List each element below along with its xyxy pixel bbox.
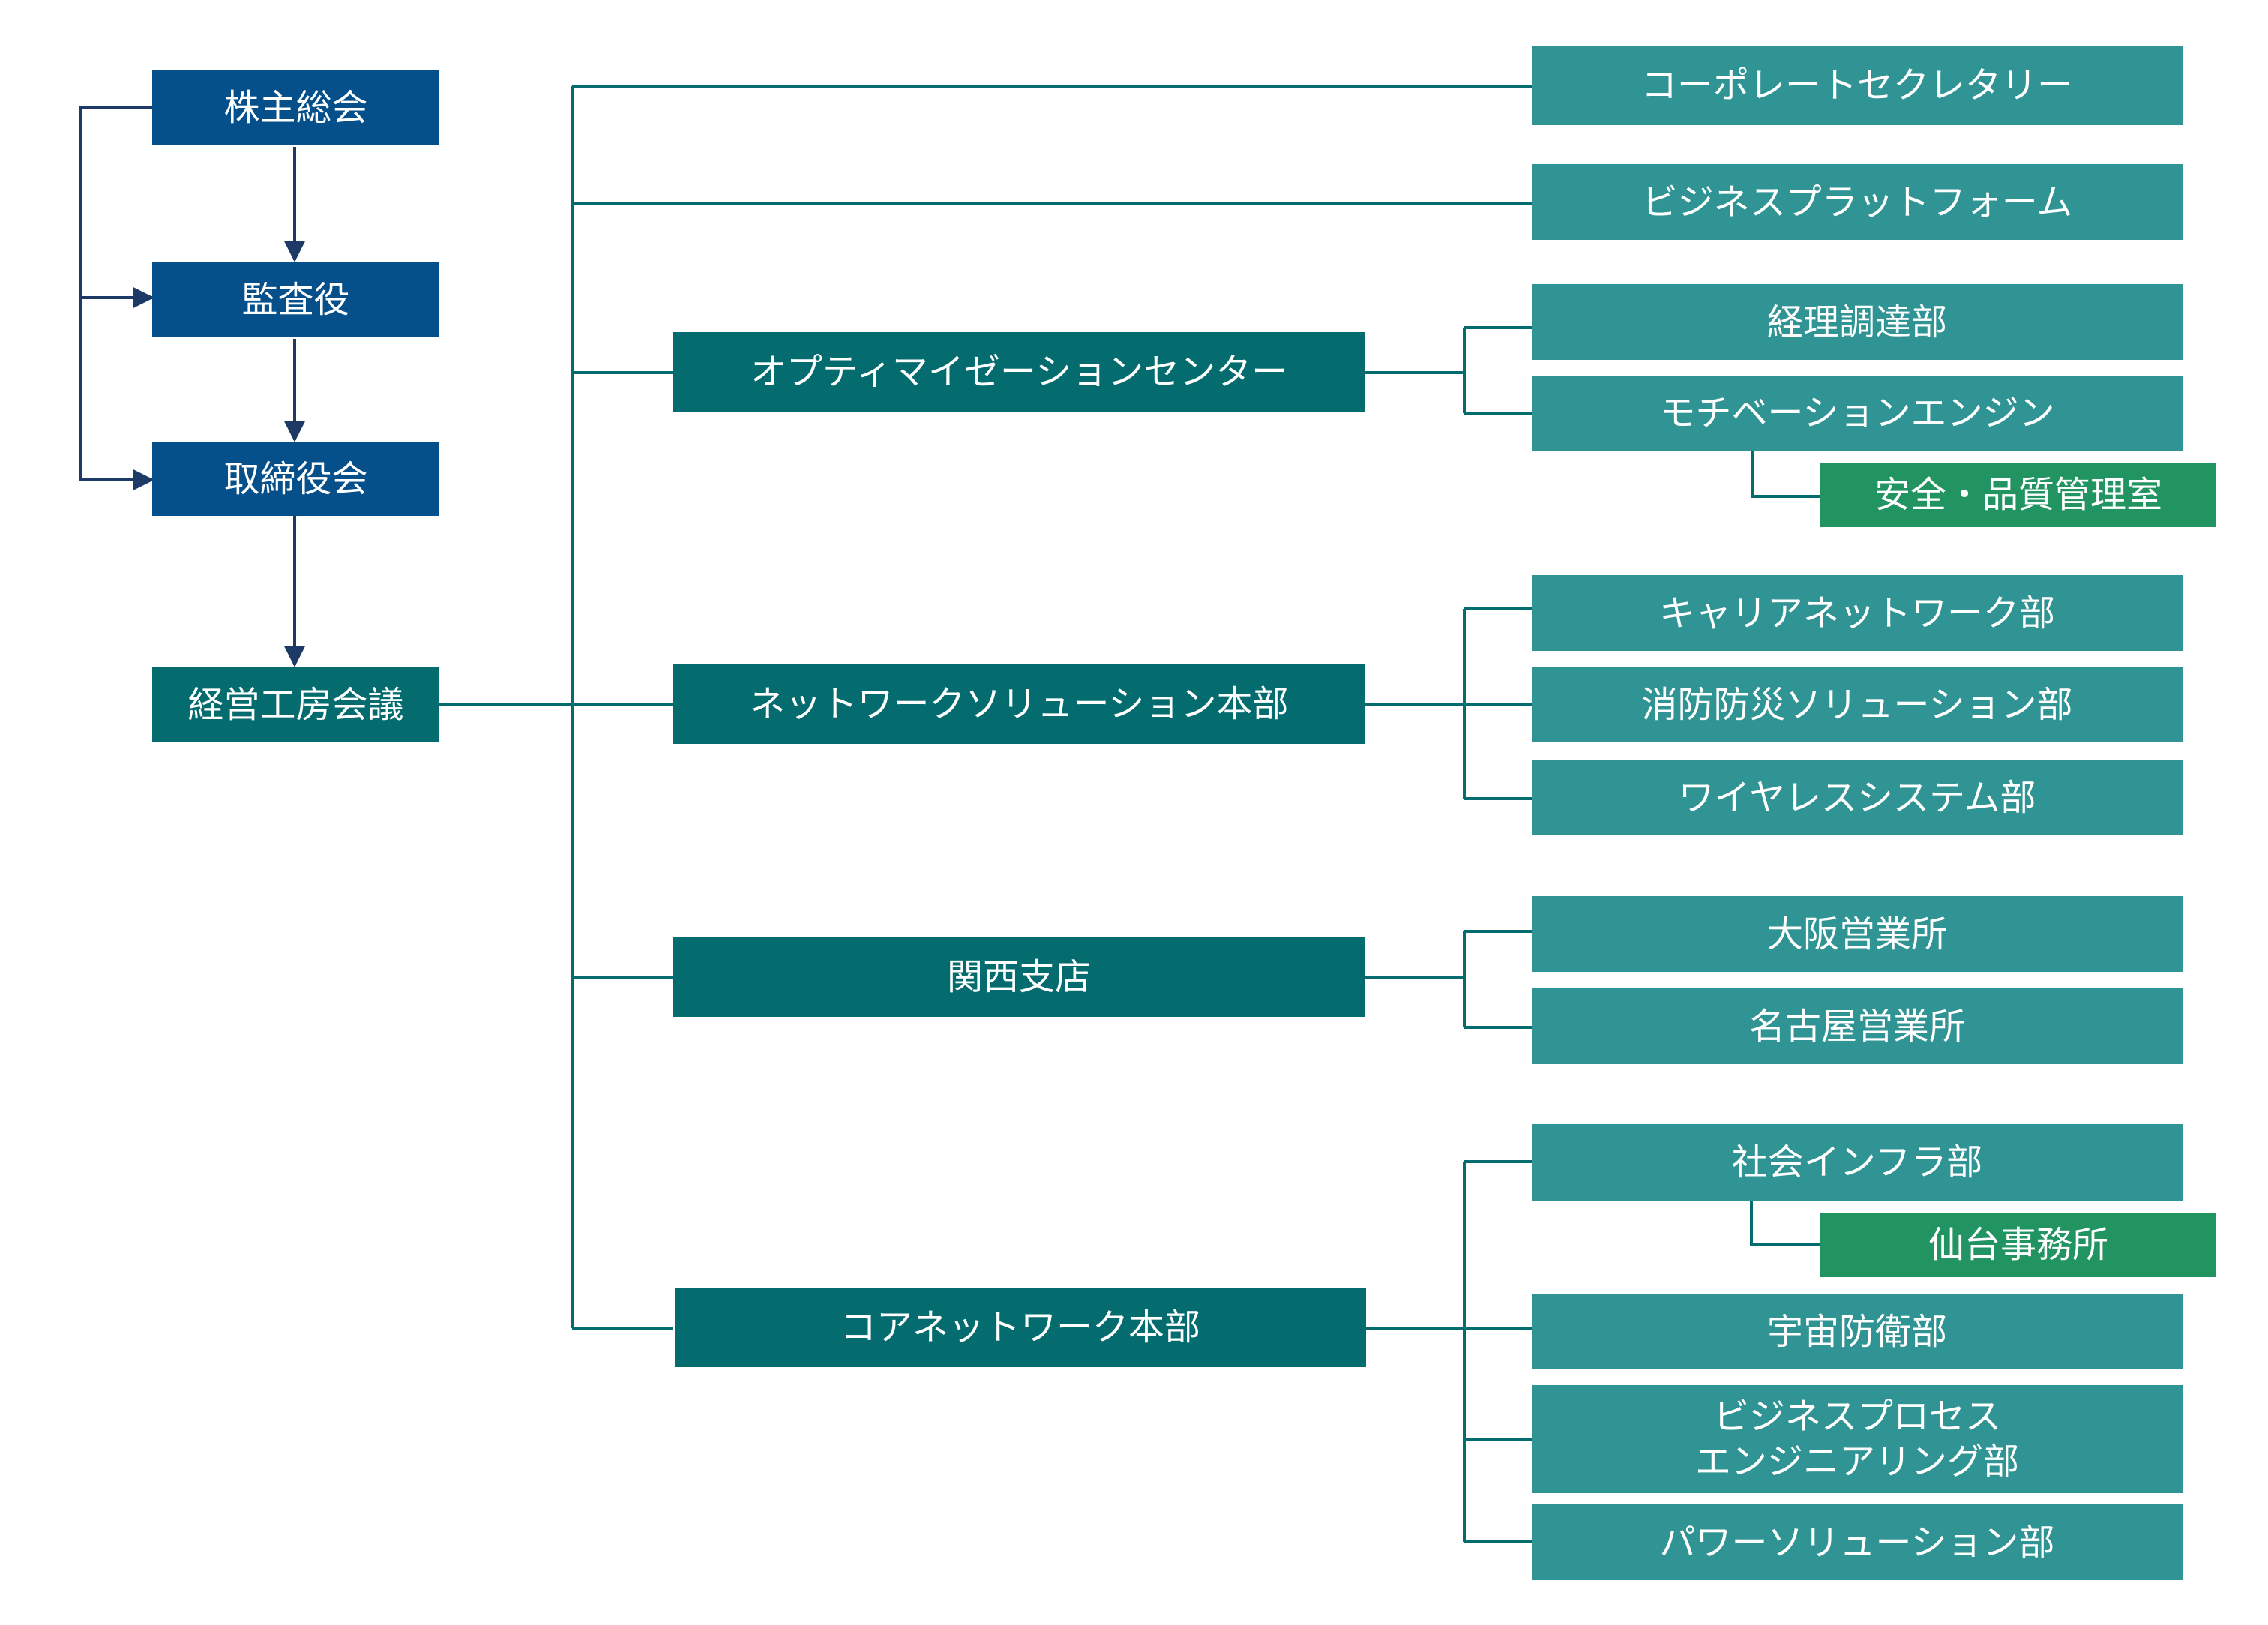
board-of-directors-label: 取締役会 [223,457,368,500]
corporate-secretary-box: コーポレートセクレタリー [1532,46,2183,125]
network-solutions-label: ネットワークソリューション本部 [749,683,1289,725]
fire-disaster-label: 消防防災ソリューション部 [1641,683,2073,726]
business-platform-box: ビジネスプラットフォーム [1532,164,2183,240]
safety-quality-label: 安全・品質管理室 [1874,474,2162,516]
nagoya-office-box: 名古屋営業所 [1532,988,2183,1064]
carrier-network-label: キャリアネットワーク部 [1658,592,2055,634]
power-solutions-label: パワーソリューション部 [1659,1521,2055,1564]
network-solutions-box: ネットワークソリューション本部 [673,664,1365,744]
bpe-label-line2: エンジニアリング部 [1694,1441,2019,1483]
safety-quality-box: 安全・品質管理室 [1820,463,2216,527]
kansai-branch-box: 関西支店 [673,937,1365,1017]
management-council-box: 経営工房会議 [152,667,439,742]
management-council-label: 経営工房会議 [187,683,404,726]
wireless-systems-box: ワイヤレスシステム部 [1532,760,2183,835]
core-network-label: コアネットワーク本部 [840,1306,1200,1348]
power-solutions-box: パワーソリューション部 [1532,1504,2183,1580]
optimization-center-label: オプティマイゼーションセンター [750,351,1288,393]
shareholders-meeting-label: 株主総会 [223,87,368,129]
business-platform-label: ビジネスプラットフォーム [1641,181,2073,223]
org-connectors [439,85,1820,1543]
carrier-network-box: キャリアネットワーク部 [1532,575,2183,651]
sendai-office-box: 仙台事務所 [1820,1213,2216,1277]
fire-disaster-box: 消防防災ソリューション部 [1532,667,2183,742]
motivation-engine-label: モチベーションエンジン [1659,392,2055,434]
wireless-systems-label: ワイヤレスシステム部 [1678,776,2036,819]
osaka-office-label: 大阪営業所 [1766,913,1947,955]
core-network-box: コアネットワーク本部 [675,1288,1366,1367]
social-infra-label: 社会インフラ部 [1731,1141,1983,1183]
shareholders-meeting-box: 株主総会 [152,70,439,145]
sendai-office-label: 仙台事務所 [1928,1224,2108,1266]
business-process-engineering-box: ビジネスプロセス エンジニアリング部 [1532,1385,2183,1493]
bpe-label-line1: ビジネスプロセス [1712,1396,2001,1438]
accounting-procurement-box: 経理調達部 [1532,284,2183,360]
osaka-office-box: 大阪営業所 [1532,896,2183,972]
corporate-secretary-label: コーポレートセクレタリー [1640,64,2073,106]
auditor-label: 監査役 [241,278,350,321]
board-of-directors-box: 取締役会 [152,442,439,516]
governance-arrows [79,106,305,667]
nagoya-office-label: 名古屋営業所 [1748,1005,1965,1048]
optimization-center-box: オプティマイゼーションセンター [673,332,1365,412]
kansai-branch-label: 関西支店 [946,956,1091,998]
auditor-box: 監査役 [152,262,439,337]
space-defense-label: 宇宙防衛部 [1766,1310,1947,1353]
motivation-engine-box: モチベーションエンジン [1532,376,2183,451]
social-infra-box: 社会インフラ部 [1532,1124,2183,1201]
accounting-procurement-label: 経理調達部 [1766,301,1947,343]
space-defense-box: 宇宙防衛部 [1532,1294,2183,1369]
